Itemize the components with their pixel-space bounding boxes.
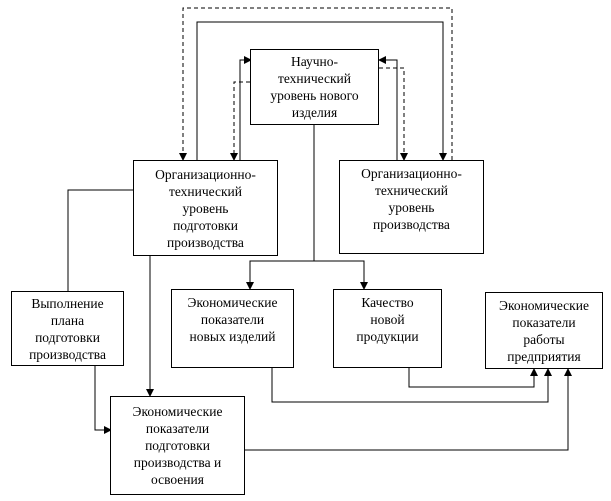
connector-otpp-to-nti [239, 56, 252, 160]
connector-quality-to-rab [408, 367, 538, 388]
connector-nti-to-quality [314, 260, 368, 290]
box-ekon-nov: Экономические показатели новых изделий [171, 289, 294, 368]
connector-ekon-podg-to-rab [245, 368, 572, 451]
connector-nti-to-otp-dashed [379, 67, 408, 161]
connector-nti-down [246, 124, 315, 290]
connector-outer-solid [196, 21, 447, 161]
box-nti: Научно- технический уровень нового издел… [250, 49, 379, 125]
box-ekon-rab: Экономические показатели работы предприя… [485, 292, 603, 369]
box-vypolnenie: Выполнение плана подготовки производства [11, 291, 124, 366]
connector-outer-dashed [179, 7, 453, 161]
box-otpp: Организационно- технический уровень подг… [133, 160, 278, 256]
connector-plan-to-ekon-podg [94, 365, 112, 434]
connector-ekon-nov-to-rab [271, 367, 552, 403]
connector-nti-to-otpp-dashed [230, 81, 250, 161]
connector-otp-to-nti [378, 56, 398, 160]
connector-otpp-to-plan [67, 189, 134, 291]
box-kachestvo: Качество новой продукции [333, 289, 442, 368]
box-ekon-podg: Экономические показатели подготовки прои… [110, 396, 245, 495]
box-otp: Организационно- технический уровень прои… [339, 160, 484, 254]
